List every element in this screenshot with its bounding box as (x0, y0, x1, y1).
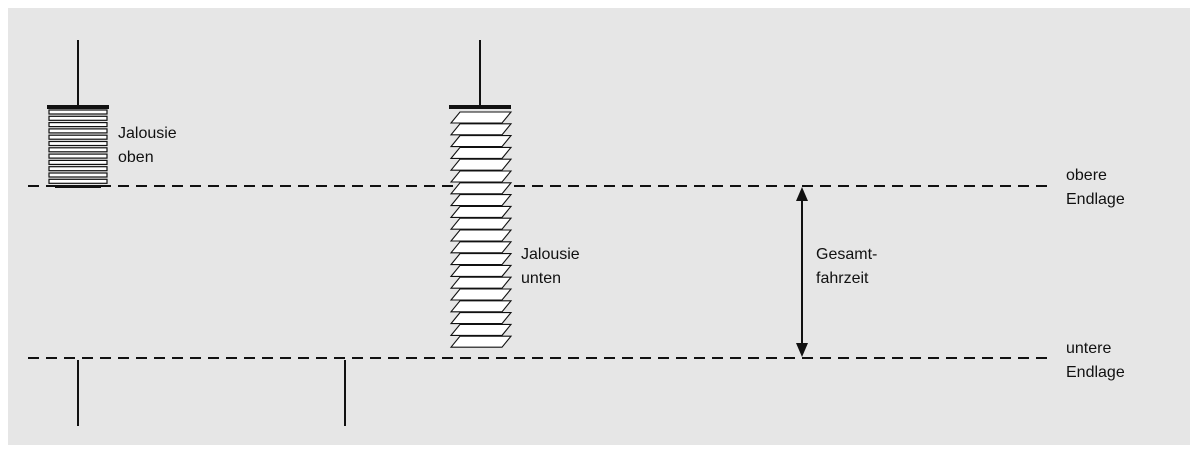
slat (449, 205, 513, 218)
blind-lowered-headrail (449, 105, 511, 109)
slat (48, 140, 108, 147)
blind-raised-headrail (47, 105, 109, 109)
slat (48, 134, 108, 140)
slat (48, 109, 108, 115)
label-lower-end-position: untere Endlage (1066, 340, 1125, 381)
slat (449, 217, 513, 230)
label-blind-top: Jalousie oben (118, 125, 181, 166)
label-total-travel-time: Gesamt- fahrzeit (816, 246, 882, 287)
total-travel-time-arrow (796, 187, 808, 357)
slat (48, 178, 108, 184)
slat (48, 128, 108, 134)
slat (449, 335, 513, 348)
slat (449, 253, 513, 266)
slat (449, 135, 513, 148)
slat (449, 170, 513, 183)
blind-raised (47, 40, 109, 188)
slat (48, 147, 108, 153)
slat (48, 121, 108, 128)
blind-raised-slat-stack (48, 109, 108, 188)
slat (449, 229, 513, 242)
slat (449, 146, 513, 159)
diagram-background (8, 8, 1190, 445)
slat (449, 158, 513, 171)
slat (449, 312, 513, 325)
arrow-head-up-icon (796, 187, 808, 201)
slat (48, 115, 108, 121)
slat (449, 300, 513, 313)
slat (449, 323, 513, 336)
slat (449, 276, 513, 289)
blind-lowered-slat-stack (449, 111, 513, 348)
slat (449, 288, 513, 301)
blind-lowered (449, 40, 513, 348)
slat (449, 194, 513, 207)
slat (48, 166, 108, 172)
slat (48, 159, 108, 165)
slat (449, 264, 513, 277)
bottom-rail (55, 185, 101, 188)
slat (449, 123, 513, 136)
slat (449, 241, 513, 254)
label-blind-bottom: Jalousie unten (521, 246, 584, 287)
slat (449, 182, 513, 195)
arrow-head-down-icon (796, 343, 808, 357)
slat (48, 172, 108, 178)
slat (48, 153, 108, 159)
label-upper-end-position: obere Endlage (1066, 167, 1125, 208)
slat (449, 111, 513, 124)
